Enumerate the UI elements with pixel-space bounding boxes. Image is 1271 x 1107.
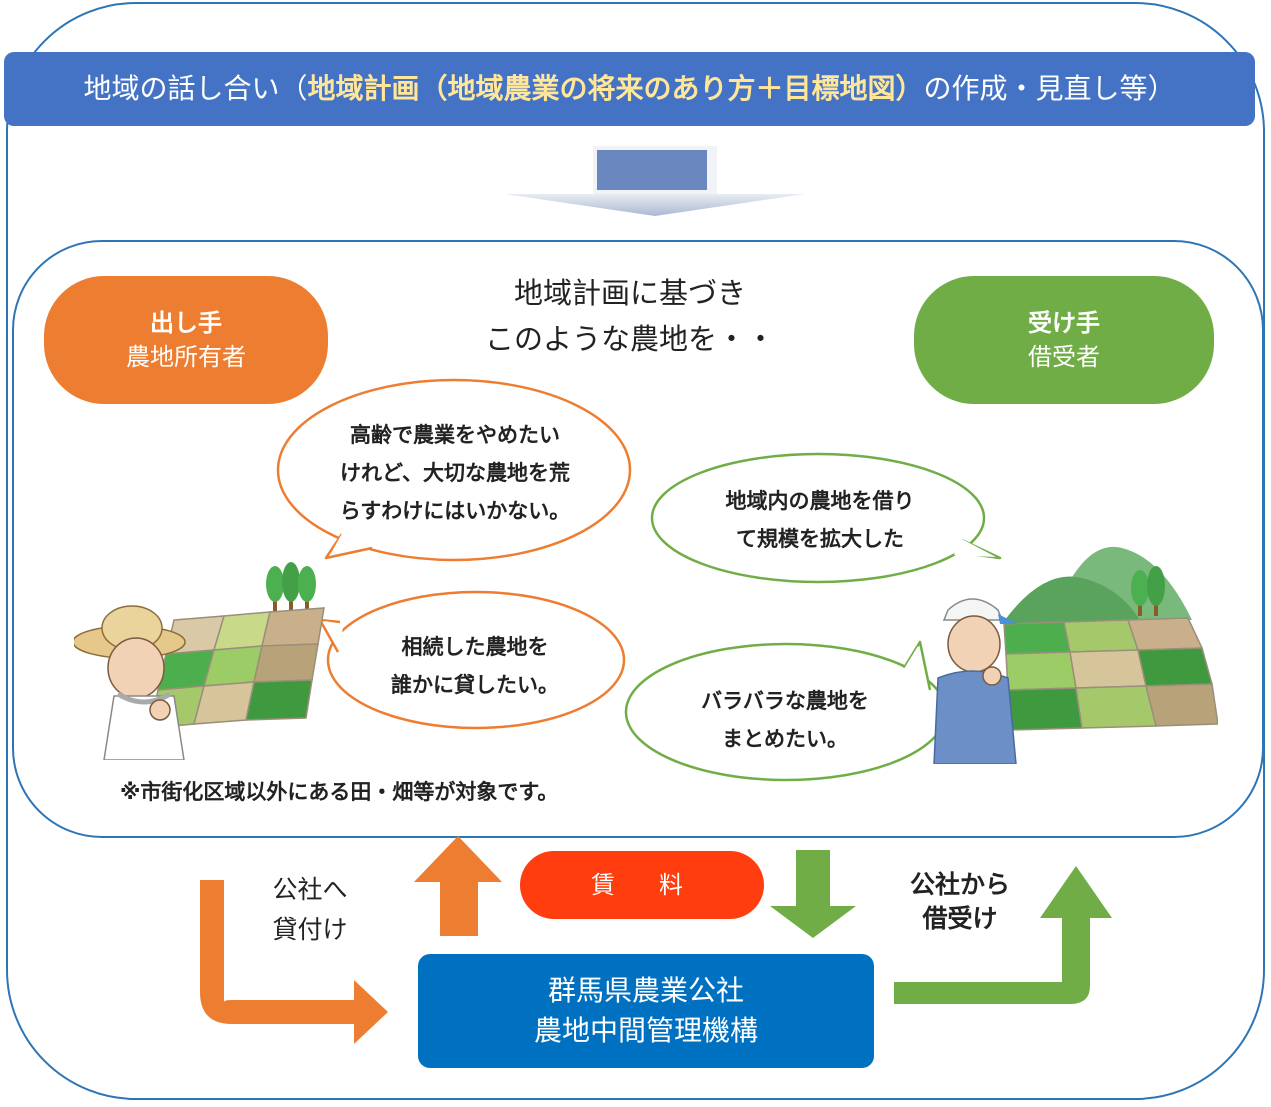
inner-frame <box>12 240 1264 838</box>
bubble-taker-2-text: バラバラな農地を まとめたい。 <box>670 682 900 758</box>
bubble-line: 地域内の農地を借り <box>725 489 915 513</box>
bubble-taker-1-shape <box>650 452 1002 584</box>
bubble-taker-1-text: 地域内の農地を借り て規模を拡大した <box>690 482 950 558</box>
borrow-label-line: 公社から <box>909 870 1010 899</box>
lend-arrow-icon <box>200 880 388 1044</box>
giver-subtitle: 農地所有者 <box>126 343 246 371</box>
bubble-line: けれど、大切な農地を荒 <box>340 461 570 485</box>
banner-highlight: 地域計画（地域農業の将来のあり方＋目標地図） <box>307 72 924 105</box>
taker-title: 受け手 <box>1028 309 1100 337</box>
bubble-giver-2-text: 相続した農地を 誰かに貸したい。 <box>360 628 590 704</box>
bubble-line: 高齢で農業をやめたい <box>350 423 560 447</box>
up-arrow-icon <box>414 836 502 936</box>
borrow-label-line: 借受け <box>922 904 998 933</box>
farmer-icon <box>933 598 1018 764</box>
center-caption-line2: このような農地を・・ <box>484 322 775 356</box>
bubble-giver-2-shape <box>318 590 626 730</box>
outer-frame <box>6 2 1265 1100</box>
center-caption: 地域計画に基づき このような農地を・・ <box>420 270 840 362</box>
lend-label-line: 貸付け <box>272 915 348 944</box>
bubble-line: まとめたい。 <box>722 727 848 751</box>
field-grid-icon <box>1003 617 1218 731</box>
bubble-line: らすわけにはいかない。 <box>339 499 571 523</box>
farmer-icon <box>74 605 186 760</box>
banner-prefix: 地域の話し合い（ <box>83 72 308 105</box>
rent-badge: 賃 料 <box>520 851 764 919</box>
organization-box: 群馬県農業公社 農地中間管理機構 <box>418 954 874 1068</box>
down-arrow-icon <box>505 146 805 216</box>
bubble-giver-1-shape <box>276 378 632 562</box>
giver-pill: 出し手 農地所有者 <box>44 276 328 404</box>
hills-icon <box>1002 546 1192 624</box>
target-note: ※市街化区域以外にある田・畑等が対象です。 <box>120 780 559 804</box>
lend-label: 公社へ 貸付け <box>250 870 370 950</box>
taker-subtitle: 借受者 <box>1028 343 1100 371</box>
taker-farmer-illustration <box>933 546 1218 764</box>
organization-name: 群馬県農業公社 <box>547 974 744 1007</box>
trees-icon <box>266 562 316 614</box>
borrow-label: 公社から 借受け <box>890 868 1030 936</box>
bubble-giver-1-text: 高齢で農業をやめたい けれど、大切な農地を荒 らすわけにはいかない。 <box>300 416 610 530</box>
down-arrow-green-icon <box>770 850 856 938</box>
bubble-line: バラバラな農地を <box>701 689 869 713</box>
lend-label-line: 公社へ <box>272 875 348 904</box>
banner-suffix: の作成・見直し等） <box>923 72 1176 105</box>
bubble-line: 相続した農地を <box>401 635 549 659</box>
giver-title: 出し手 <box>150 309 222 337</box>
taker-pill: 受け手 借受者 <box>914 276 1214 404</box>
center-caption-line1: 地域計画に基づき <box>513 276 746 310</box>
title-banner: 地域の話し合い（地域計画（地域農業の将来のあり方＋目標地図）の作成・見直し等） <box>4 52 1255 126</box>
giver-farmer-illustration <box>74 562 325 760</box>
bubble-line: て規模を拡大した <box>736 527 904 551</box>
borrow-arrow-icon <box>894 866 1112 1004</box>
bubble-line: 誰かに貸したい。 <box>391 673 559 697</box>
organization-role: 農地中間管理機構 <box>533 1014 758 1047</box>
